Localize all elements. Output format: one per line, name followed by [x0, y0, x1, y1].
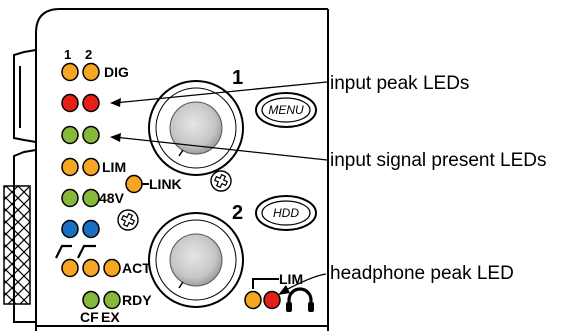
led-dig-2 [82, 62, 100, 82]
label-act: ACT [122, 260, 151, 276]
headphone-icon [286, 287, 314, 312]
led-column-header-2: 2 [85, 47, 92, 62]
led-signal-1 [61, 125, 79, 145]
callout-headphone-peak: headphone peak LED [330, 263, 514, 284]
led-rdy-ex [103, 290, 121, 310]
led-link [125, 174, 143, 194]
headphone-lim-bracket [252, 278, 279, 289]
led-row-act: ACT [61, 258, 151, 278]
led-peak-2 [82, 93, 100, 113]
headphone-lim-label: LIM [279, 271, 303, 287]
led-headphone-peak [263, 290, 281, 310]
led-dig-1 [61, 62, 79, 82]
led-row-peak [61, 93, 100, 113]
led-rdy-cf [82, 290, 100, 310]
led-row-dig: DIG [61, 62, 129, 82]
led-act-1 [61, 258, 79, 278]
led-lim-1 [61, 157, 79, 177]
hdd-button[interactable]: HDD [255, 195, 317, 231]
peak-callout-line [113, 81, 328, 104]
headphone-section: LIM [244, 271, 314, 312]
menu-button[interactable]: MENU [255, 92, 317, 128]
hdd-button-label: HDD [273, 206, 299, 220]
label-dig: DIG [104, 64, 129, 80]
led-row-blue [61, 219, 100, 239]
knob-1[interactable]: 1 [148, 67, 244, 176]
led-row-48v: 48V [61, 188, 125, 208]
label-48v: 48V [99, 190, 125, 206]
label-ex: EX [101, 309, 120, 325]
led-row-signal [61, 125, 100, 145]
led-lim-2 [82, 157, 100, 177]
led-act-2 [82, 258, 100, 278]
headphone-arrowhead-icon [278, 285, 290, 295]
callout-input-signal: input signal present LEDs [330, 150, 547, 171]
led-column-header-1: 1 [64, 47, 71, 62]
led-48v-2 [82, 188, 100, 208]
led-row-rdy: RDY CF EX [80, 290, 152, 325]
side-grip [3, 185, 31, 305]
knob-1-number: 1 [232, 67, 243, 89]
knob-2-number: 2 [232, 202, 243, 224]
menu-button-label: MENU [268, 103, 304, 117]
rotate-icon [117, 209, 139, 231]
callout-input-peak: input peak LEDs [330, 73, 469, 94]
rotate-icon-2 [210, 170, 232, 192]
act-bracket-icon [55, 244, 96, 259]
led-act-3 [103, 258, 121, 278]
led-signal-2 [82, 125, 100, 145]
signal-arrowhead-icon [110, 133, 121, 142]
label-rdy: RDY [122, 292, 152, 308]
device-housing [13, 8, 329, 331]
led-row-link: LINK [125, 174, 182, 194]
led-row-lim: LIM [61, 157, 126, 177]
peak-arrowhead-icon [110, 98, 121, 107]
led-blue-1 [61, 219, 79, 239]
label-lim: LIM [102, 159, 126, 175]
led-headphone-orange [244, 290, 262, 310]
led-peak-1 [61, 93, 79, 113]
led-48v-1 [61, 188, 79, 208]
led-blue-2 [82, 219, 100, 239]
label-cf: CF [80, 309, 99, 325]
knob-2[interactable]: 2 [148, 202, 244, 308]
label-link: LINK [149, 176, 182, 192]
signal-callout-line [113, 136, 328, 161]
